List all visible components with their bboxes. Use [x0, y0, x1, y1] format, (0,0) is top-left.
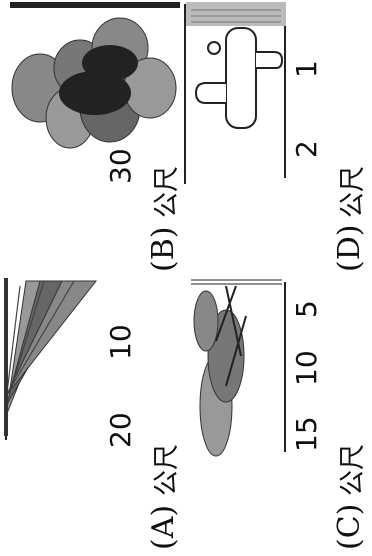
panel-c-tick-15: 15 — [290, 416, 323, 452]
panel-d-tick-1: 1 — [290, 60, 323, 78]
desert-cactus-illustration — [186, 0, 286, 278]
panel-a-tick-20: 20 — [104, 412, 137, 448]
panel-d-label: (D) — [332, 225, 367, 272]
panel-d-unit: 公尺 — [332, 166, 369, 218]
panel-b: (B) 公尺 30 20 10 — [0, 0, 186, 278]
savanna-illustration — [186, 278, 286, 556]
panel-a-label: (A) — [146, 505, 181, 550]
panel-c-tick-5: 5 — [290, 300, 323, 318]
panel-a-unit: 公尺 — [146, 444, 183, 496]
panel-d: (D) 公尺 2 1 — [186, 0, 372, 278]
panel-c-label: (C) — [332, 504, 367, 550]
conifer-forest-illustration — [0, 278, 100, 556]
broadleaf-forest-illustration — [0, 0, 186, 278]
panel-c-tick-10: 10 — [290, 350, 323, 386]
panel-a-tick-10: 10 — [104, 324, 137, 360]
panel-c: (C) 公尺 15 10 5 — [186, 278, 372, 556]
panel-d-tick-2: 2 — [290, 140, 323, 158]
panel-a: (A) 公尺 20 10 — [0, 278, 186, 556]
panel-c-unit: 公尺 — [332, 444, 369, 496]
